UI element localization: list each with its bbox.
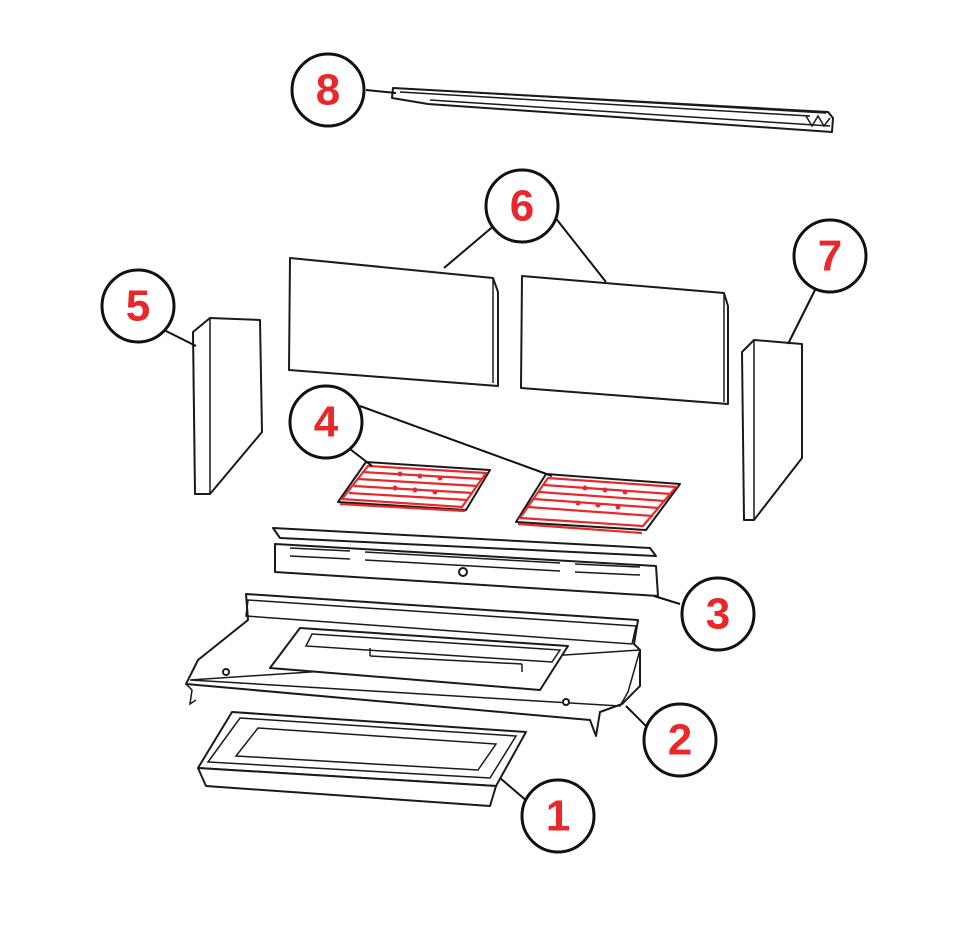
part-5-left-side-brick: [192, 317, 263, 495]
part-3-front-rail: [272, 527, 659, 597]
part-4-grate-left: [337, 461, 491, 513]
leader-2: [625, 705, 649, 729]
callout-8-label: 8: [316, 66, 340, 115]
callout-3: 3: [680, 576, 756, 652]
leader-7: [787, 283, 819, 345]
part-7-right-side-brick: [741, 339, 803, 521]
leader-lines: [159, 89, 819, 803]
callout-4: 4: [288, 384, 364, 460]
part-8-baffle: [391, 87, 834, 133]
callout-6: 6: [484, 168, 560, 244]
callout-1: 1: [520, 778, 596, 854]
part-4-grate-right: [515, 473, 681, 535]
callout-2-label: 2: [668, 716, 692, 765]
callout-8: 8: [290, 52, 366, 128]
callout-3-label: 3: [706, 590, 730, 639]
part-2-base-plate: [185, 593, 642, 737]
callout-4-label: 4: [314, 398, 339, 447]
callout-5: 5: [100, 268, 176, 344]
leader-1: [499, 777, 529, 803]
leader-5: [159, 327, 197, 347]
callout-7: 7: [792, 218, 868, 294]
part-6-back-brick-right: [520, 275, 729, 405]
leader-4b: [359, 405, 553, 477]
callout-6-label: 6: [510, 182, 534, 231]
part-1-ash-pan: [197, 711, 527, 807]
leader-8: [365, 89, 397, 94]
callout-2: 2: [642, 702, 718, 778]
callout-5-label: 5: [126, 282, 150, 331]
part-6-back-brick-left: [288, 257, 499, 387]
leader-3: [653, 595, 681, 605]
leader-6b: [553, 215, 607, 283]
callout-1-label: 1: [546, 792, 570, 841]
callout-7-label: 7: [818, 232, 842, 281]
leader-6a: [443, 223, 497, 269]
